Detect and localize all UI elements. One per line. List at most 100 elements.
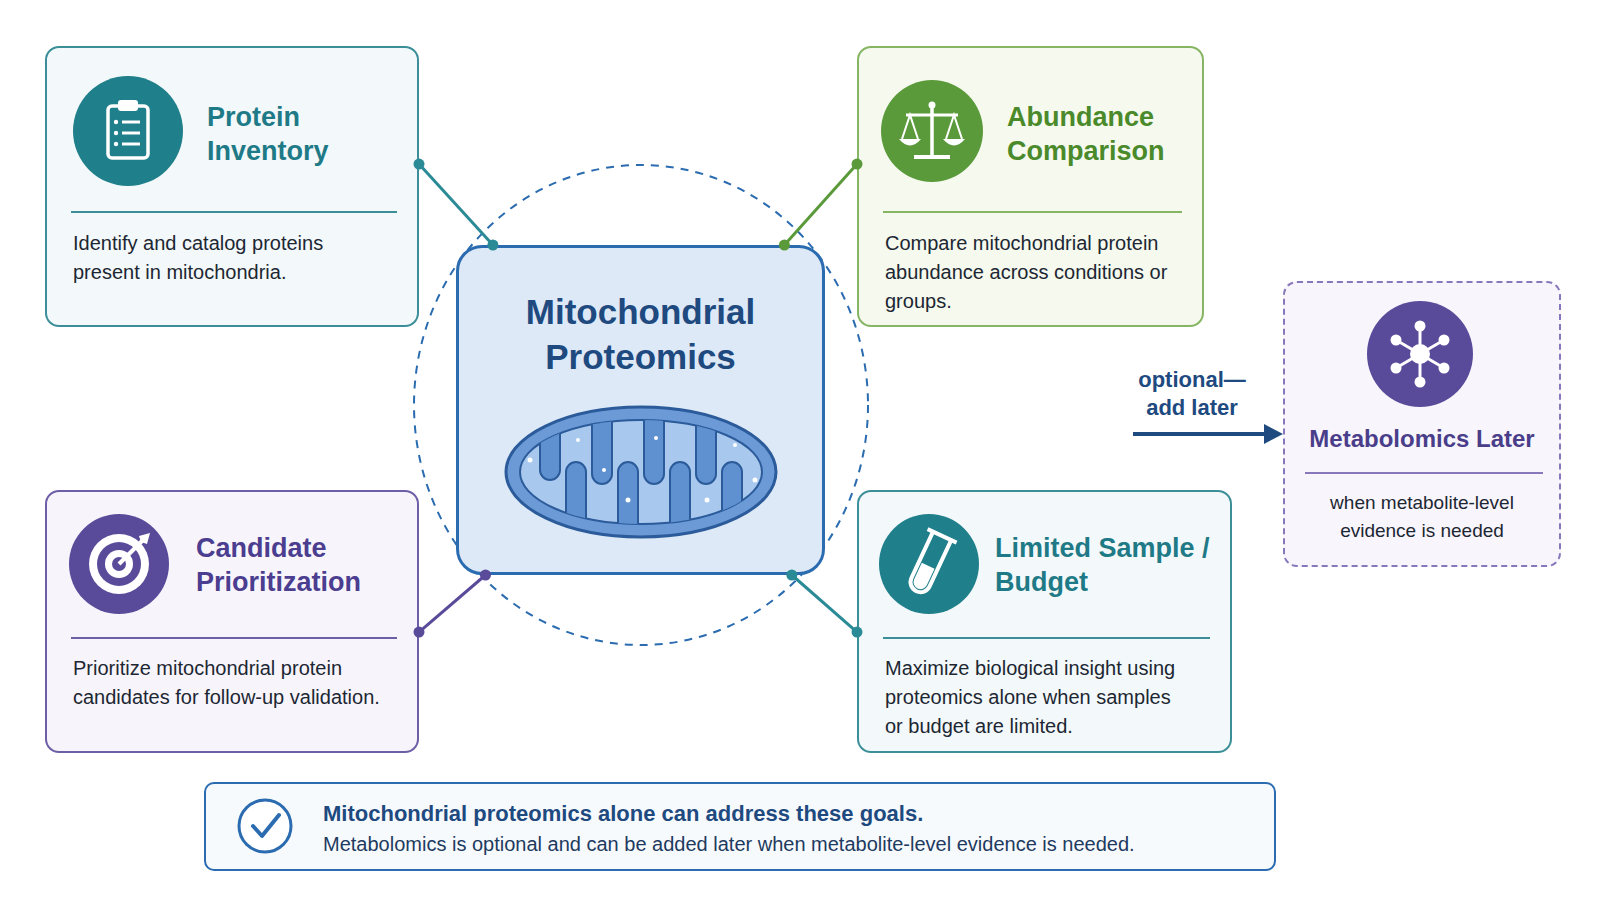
crista	[566, 462, 586, 546]
arrow-head	[1264, 424, 1283, 444]
target-ring	[97, 542, 141, 586]
node-title: Mitochondrial proteomics alone can addre…	[323, 800, 1263, 828]
scale-pan	[899, 139, 921, 146]
tube-liquid	[911, 563, 934, 592]
matrix-dot	[654, 436, 658, 440]
node-description: Compare mitochondrial protein abundance …	[885, 229, 1180, 316]
check-mark	[253, 815, 279, 836]
scale-string	[902, 115, 918, 139]
crista	[670, 462, 690, 546]
goal-card: Protein InventoryIdentify and catalog pr…	[45, 46, 419, 327]
target-ring	[105, 550, 133, 578]
central-box: Mitochondrial Proteomics	[456, 245, 825, 575]
network-node	[1391, 363, 1402, 374]
connector	[779, 159, 863, 251]
divider-line	[1305, 472, 1543, 474]
inner-membrane	[520, 420, 762, 524]
node-title: Limited Sample / Budget	[995, 531, 1227, 599]
crista	[696, 400, 716, 484]
scale-string	[946, 115, 962, 139]
goal-card: Candidate PrioritizationPrioritize mitoc…	[45, 490, 419, 753]
tube-glass	[907, 533, 950, 596]
network-link	[1396, 354, 1420, 368]
node-title: Metabolomics Later	[1295, 424, 1549, 454]
clipboard-body	[108, 106, 148, 158]
optional-box: Metabolomics Later when metabolite-level …	[1283, 281, 1561, 567]
icon-circle	[879, 514, 979, 614]
mitochondrion-illustration	[506, 400, 776, 546]
network-node	[1391, 335, 1402, 346]
network-node	[1439, 335, 1450, 346]
node-title: Mitochondrial Proteomics	[459, 289, 822, 379]
check-circle	[239, 800, 291, 852]
network-link	[1420, 340, 1444, 354]
connector-line	[784, 164, 857, 245]
target-icon	[69, 514, 169, 614]
test-tube-icon	[879, 514, 979, 614]
crista	[722, 462, 742, 546]
list-line	[122, 132, 140, 135]
scales-icon	[881, 80, 983, 182]
optional-arrow	[1133, 424, 1283, 444]
node-description: Identify and catalog proteins present in…	[73, 229, 383, 287]
network-node	[1415, 321, 1426, 332]
scale-pan	[943, 139, 965, 146]
network-icon	[1367, 301, 1473, 407]
list-dot	[114, 142, 118, 146]
network-hub	[1410, 344, 1430, 364]
divider-line	[883, 211, 1182, 213]
matrix-dot	[576, 438, 580, 442]
icon-circle	[881, 80, 983, 182]
check-icon	[239, 800, 291, 852]
list-dot	[114, 131, 118, 135]
target-arrow	[119, 540, 143, 564]
tube-rim	[928, 529, 957, 543]
divider-line	[71, 211, 397, 213]
arrow-fletch	[139, 533, 150, 544]
goal-card: Abundance ComparisonCompare mitochondria…	[857, 46, 1204, 327]
target-bullseye	[112, 557, 126, 571]
scale-knob	[929, 102, 936, 109]
network-link	[1420, 354, 1444, 368]
crista	[618, 462, 638, 546]
connector-dot	[852, 627, 863, 638]
goal-card: Limited Sample / BudgetMaximize biologic…	[857, 490, 1232, 753]
node-description: when metabolite-level evidence is needed	[1309, 489, 1535, 545]
network-node	[1439, 363, 1450, 374]
connector-dot	[480, 570, 491, 581]
dashed-ring	[414, 165, 868, 645]
scale-base	[914, 155, 950, 159]
divider-line	[883, 637, 1210, 639]
node-title: Protein Inventory	[207, 100, 407, 168]
connector-line	[419, 164, 493, 245]
connector-dot	[779, 240, 790, 251]
connector-line	[419, 575, 486, 632]
connector	[786, 570, 862, 638]
divider-line	[71, 637, 397, 639]
connector-dot	[414, 159, 425, 170]
network-node	[1415, 377, 1426, 388]
connector-line	[792, 575, 857, 632]
scale-post	[930, 106, 934, 156]
icon-circle	[69, 514, 169, 614]
arrow-shaft	[1133, 432, 1268, 436]
matrix-dot	[753, 478, 758, 483]
node-description: Maximize biological insight using proteo…	[885, 654, 1185, 741]
network-link	[1419, 326, 1422, 354]
crista	[540, 400, 560, 480]
list-line	[122, 121, 140, 124]
connector-dot	[852, 159, 863, 170]
connector-dot	[414, 627, 425, 638]
list-dot	[114, 120, 118, 124]
arrow-label: optional— add later	[1122, 366, 1262, 422]
node-title: Candidate Prioritization	[196, 531, 406, 599]
connector-dot	[786, 570, 797, 581]
summary-banner: Mitochondrial proteomics alone can addre…	[204, 782, 1276, 871]
crista	[644, 400, 664, 484]
network-link	[1419, 354, 1422, 382]
node-title: Abundance Comparison	[1007, 100, 1197, 168]
connector-dot	[487, 240, 498, 251]
